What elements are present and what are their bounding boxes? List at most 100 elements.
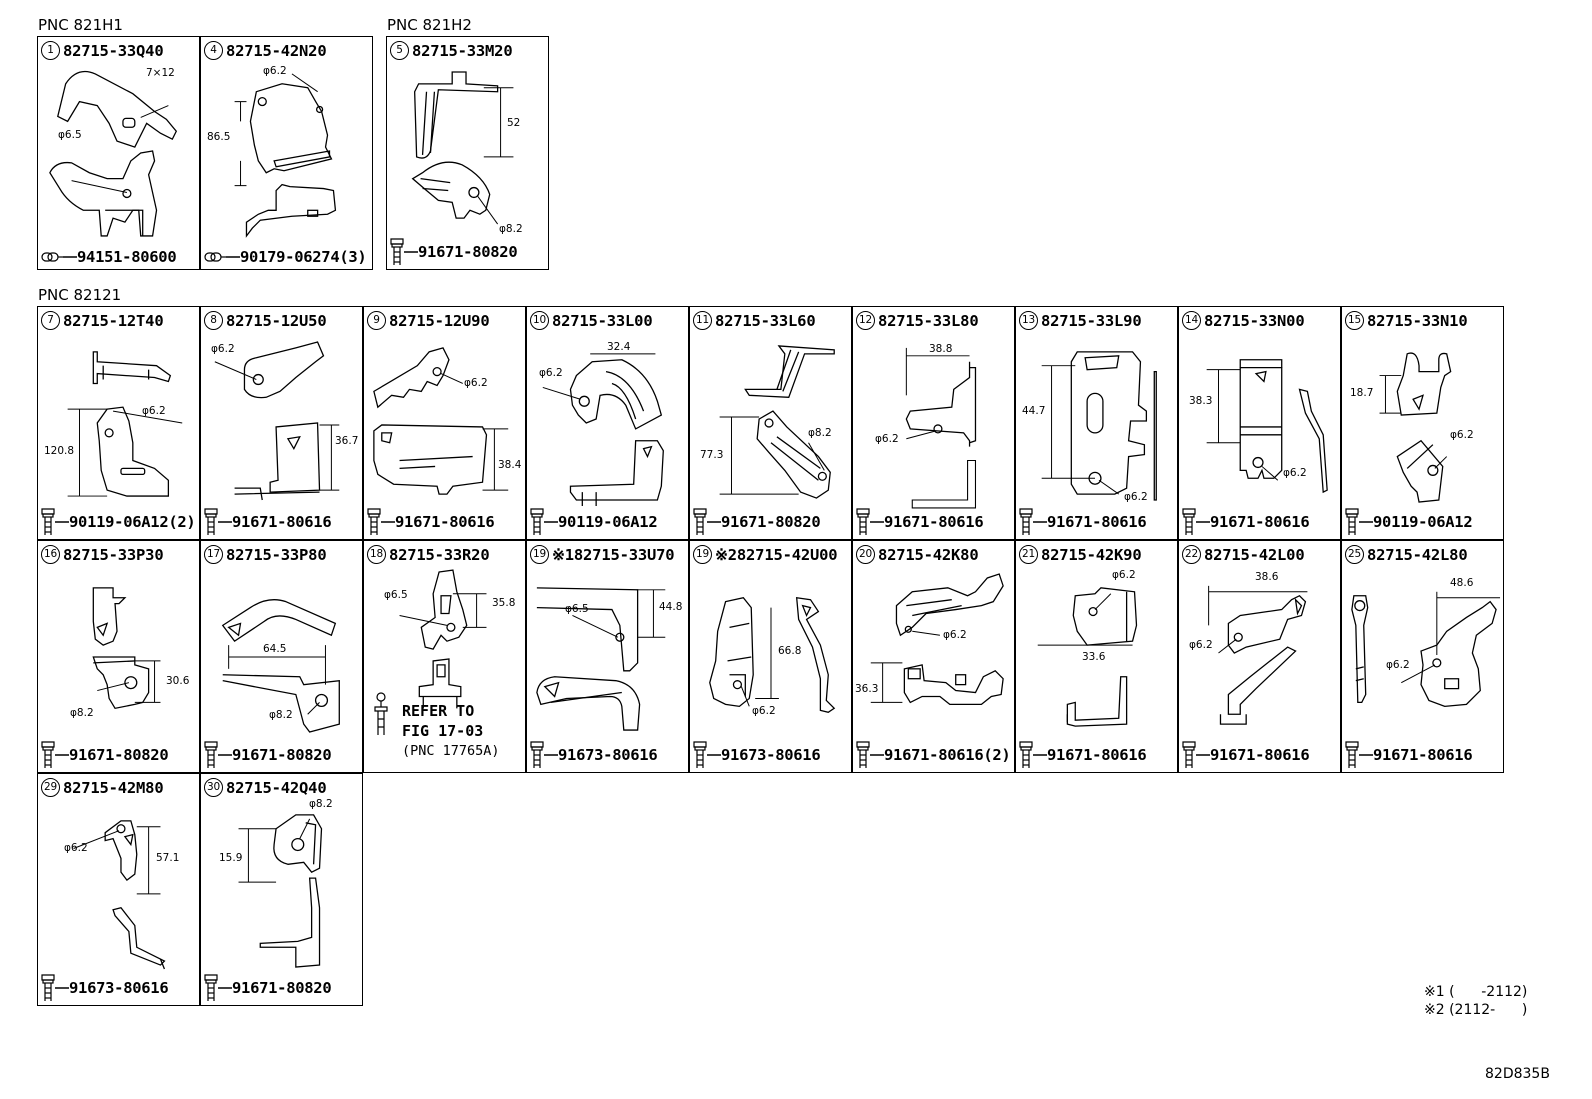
callout-number: 21: [1019, 545, 1038, 564]
part-cell-19-1[interactable]: 19※182715-33U70 φ6.5 44.8 91673-80616: [526, 540, 689, 773]
leader-line: [1196, 521, 1210, 523]
bracket-drawing: [870, 573, 1004, 706]
leader-line: [544, 521, 558, 523]
dimension-label: φ6.2: [875, 433, 899, 445]
leader-line: [55, 754, 69, 756]
bolt-icon: [693, 741, 707, 768]
leader-line: [870, 521, 884, 523]
bolt-icon: [856, 741, 870, 768]
part-number: 82715-12T40: [63, 311, 164, 330]
part-cell-19-2[interactable]: 19※282715-42U00 66.8 φ6.2 91673-80616: [689, 540, 852, 773]
fastener-part-number: 91671-80820: [418, 243, 518, 261]
bracket-drawing: [49, 70, 178, 237]
callout-number: 8: [204, 311, 223, 330]
bracket-drawing: [221, 599, 340, 733]
part-number: 82715-42M80: [63, 778, 164, 797]
dimension-label: φ8.2: [70, 707, 94, 719]
bracket-drawing: [1208, 585, 1308, 725]
bracket-drawing: [238, 814, 323, 968]
fastener-part-number: 91671-80820: [232, 979, 332, 997]
part-number: ※282715-42U00: [715, 545, 838, 564]
group-label-82121: PNC 82121: [38, 286, 122, 304]
leader-line: [707, 754, 721, 756]
bolt-icon: [41, 741, 55, 768]
part-number: 82715-33L90: [1041, 311, 1142, 330]
leader-line: [218, 521, 232, 523]
leader-line: [707, 521, 721, 523]
bracket-drawing: [905, 347, 977, 509]
bracket-drawing: [92, 587, 161, 710]
dimension-label: φ8.2: [309, 798, 333, 810]
fastener-part-number: 91671-80820: [721, 513, 821, 531]
callout-number: 9: [367, 311, 386, 330]
bracket-drawing: [214, 341, 340, 501]
dimension-label: 77.3: [700, 449, 724, 461]
bolt-icon: [1182, 508, 1196, 535]
bracket-drawing: [399, 569, 487, 709]
dimension-label: 18.7: [1350, 387, 1374, 399]
dimension-label: 36.7: [335, 435, 359, 447]
dimension-label: φ6.2: [1386, 659, 1410, 671]
callout-number: 15: [1345, 311, 1364, 330]
bracket-drawing: [373, 347, 509, 495]
dimension-label: 48.6: [1450, 577, 1474, 589]
part-number: 82715-42K80: [878, 545, 979, 564]
fastener-part-number: 91671-80820: [69, 746, 169, 764]
bracket-drawing: [719, 345, 835, 499]
callout-number: 25: [1345, 545, 1364, 564]
dimension-label: 120.8: [44, 445, 75, 457]
group-label-821h2: PNC 821H2: [387, 16, 472, 34]
dimension-label: 38.3: [1189, 395, 1213, 407]
callout-number: 4: [204, 41, 223, 60]
callout-number: 11: [693, 311, 712, 330]
bolt-icon: [204, 741, 218, 768]
part-number: 82715-42L00: [1204, 545, 1305, 564]
dimension-label: φ6.2: [1124, 491, 1148, 503]
bracket-drawing: [73, 820, 166, 970]
callout-number: 7: [41, 311, 60, 330]
dimension-label: φ6.5: [384, 589, 408, 601]
bolt-icon: [204, 974, 218, 1001]
bracket-drawing: [1351, 591, 1501, 708]
bracket-drawing: [536, 587, 666, 731]
leader-line: [218, 987, 232, 989]
grommet-icon: [204, 252, 226, 262]
dimension-label: 15.9: [219, 852, 243, 864]
dimension-label: 33.6: [1082, 651, 1106, 663]
part-number: 82715-33M20: [412, 41, 513, 60]
dimension-label: φ6.2: [211, 343, 235, 355]
callout-number: 1: [41, 41, 60, 60]
callout-number: 5: [390, 41, 409, 60]
bracket-drawing: [411, 71, 514, 225]
leader-line: [1196, 754, 1210, 756]
clip-icon: [374, 692, 388, 735]
fastener-part-number: 91671-80820: [232, 746, 332, 764]
leader-line: [544, 754, 558, 756]
leader-line: [226, 256, 240, 258]
callout-number: 12: [856, 311, 875, 330]
fastener-part-number: 91671-80616: [1210, 746, 1310, 764]
callout-number: 22: [1182, 545, 1201, 564]
